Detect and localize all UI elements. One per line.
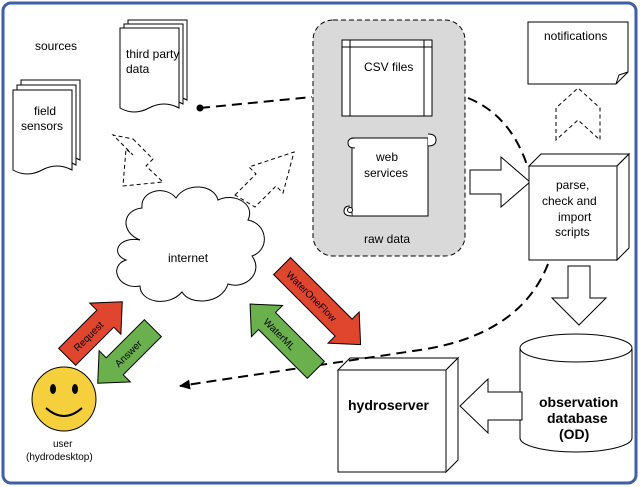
third-party-label-2: data [126,62,150,76]
user-label-2: (hydrodesktop) [26,452,93,463]
observation-label: observation [539,394,618,410]
hydroserver-box [336,356,460,474]
database-to-hydroserver-arrow [459,377,523,435]
parse-to-user-connector [179,263,549,390]
notifications-doc [527,21,629,85]
parse-to-database-arrow [550,265,608,326]
sources-to-internet-arrow [111,134,165,187]
observation-database-icon [519,333,633,453]
web-services-scroll-icon [343,133,437,217]
parse-label-3: import [558,210,592,224]
internet-cloud-icon [116,186,265,302]
observation-label-2: database [547,410,608,426]
web-services-label-2: services [364,166,408,180]
field-sensors-label: field [34,104,56,118]
rawdata-parse-connector [467,97,528,166]
observation-label-3: (OD) [559,426,589,442]
user-smiley-icon [31,366,97,432]
third-party-data-icon [119,19,188,113]
parse-label-4: scripts [555,225,590,239]
user-label: user [53,439,73,450]
raw-data-label: raw data [364,232,410,246]
parse-label: parse, [556,178,589,192]
csv-files-label: CSV files [364,60,413,74]
parse-label-2: check and [542,194,597,208]
rawdata-to-parse-arrow [469,155,531,209]
third-party-connector [196,96,313,112]
csv-files-icon [341,39,433,117]
internet-label: internet [168,251,209,265]
field-sensors-icon [12,79,81,175]
hydroserver-label: hydroserver [348,397,429,413]
parse-scripts-box [527,152,631,262]
third-party-label: third party [126,47,179,61]
web-services-label: web [375,150,398,164]
internet-to-rawdata-arrow [234,151,295,208]
notifications-label: notifications [544,29,607,43]
notification-chevron-icon [555,87,601,142]
field-sensors-label-2: sensors [21,119,63,133]
sources-label: sources [35,39,77,53]
